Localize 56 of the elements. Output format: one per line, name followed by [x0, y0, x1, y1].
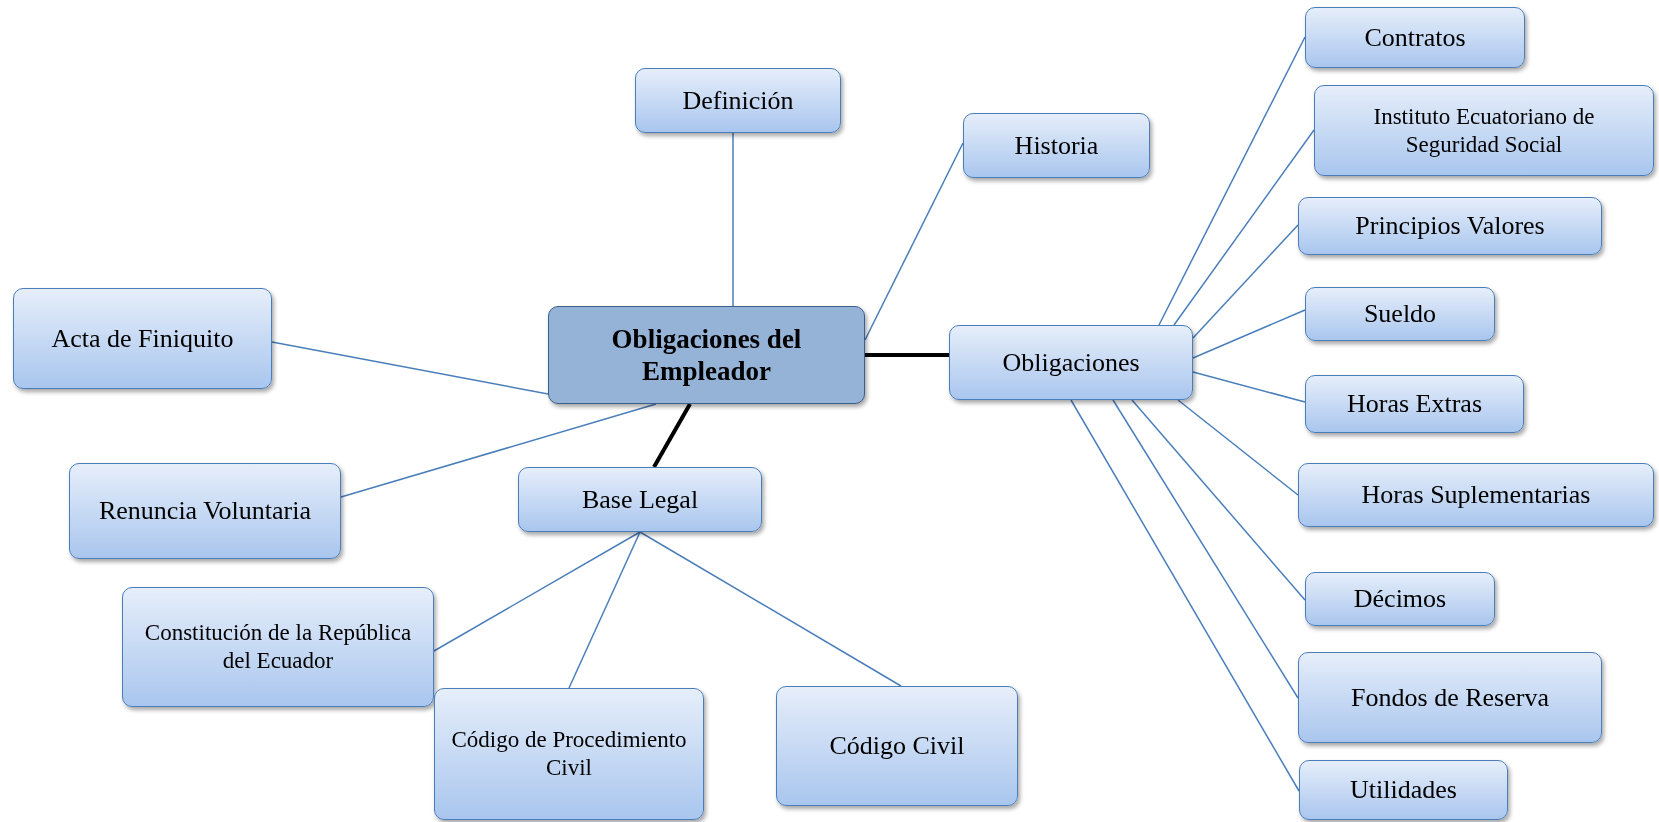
topic-box: [518, 467, 762, 532]
topic-box: [1305, 287, 1495, 341]
connector-line: [1192, 309, 1306, 359]
connector-line: [1131, 399, 1306, 601]
topic-label: Contratos: [1364, 21, 1466, 54]
connector-line: [568, 531, 641, 689]
topic-label: Historia: [1014, 129, 1099, 162]
connector-line: [1192, 224, 1299, 339]
topic-label: Acta de Finiquito: [51, 322, 234, 355]
topic-box: [949, 325, 1193, 400]
connector-line: [639, 531, 902, 687]
topic-box: [1314, 85, 1654, 176]
topic-label: Horas Extras: [1347, 388, 1482, 420]
topic-box: [1305, 375, 1524, 433]
topic-label: Utilidades: [1350, 774, 1457, 806]
topic-box: [963, 113, 1150, 178]
topic-box: [1298, 652, 1602, 743]
connector-line: [652, 403, 692, 468]
connector-line: [864, 142, 964, 341]
topic-label: Horas Suplementarias: [1361, 479, 1591, 511]
topic-label: Código de Procedimiento Civil: [450, 726, 688, 782]
topic-box: [635, 68, 841, 133]
connector-line: [732, 132, 734, 307]
topic-box: [69, 463, 341, 559]
connector-line: [1192, 371, 1306, 403]
connector-line: [340, 403, 657, 498]
topic-label: Definición: [682, 84, 794, 117]
topic-label: Obligaciones del Empleador: [610, 322, 803, 388]
topic-label: Constitución de la República del Ecuador: [143, 619, 413, 675]
topic-label: Principios Valores: [1355, 210, 1545, 242]
connector-line: [865, 353, 949, 357]
connector-line: [1173, 129, 1315, 326]
connector-line: [1158, 36, 1306, 326]
topic-box: [1298, 197, 1602, 255]
topic-label: Instituto Ecuatoriano de Seguridad Social: [1372, 102, 1596, 159]
connector-line: [271, 341, 549, 395]
topic-box: [13, 288, 272, 389]
topic-box: [1299, 760, 1508, 820]
topic-label: Sueldo: [1363, 298, 1437, 330]
topic-label: Obligaciones: [1002, 346, 1140, 379]
topic-label: Código Civil: [829, 730, 965, 762]
connector-line: [1177, 399, 1299, 496]
connector-line: [433, 531, 641, 652]
connector-line: [1070, 399, 1300, 792]
topic-box: [1298, 463, 1654, 527]
topic-label: Renuncia Voluntaria: [98, 495, 312, 527]
topic-box: [1305, 572, 1495, 626]
topic-box: [776, 686, 1018, 806]
topic-box: [434, 688, 704, 820]
topic-label: Fondos de Reserva: [1351, 681, 1549, 714]
connector-line: [1112, 399, 1299, 699]
central-topic-box: [548, 306, 865, 404]
topic-label: Décimos: [1353, 583, 1447, 615]
topic-label: Base Legal: [581, 483, 699, 516]
topic-box: [122, 587, 434, 707]
topic-box: [1305, 7, 1525, 68]
